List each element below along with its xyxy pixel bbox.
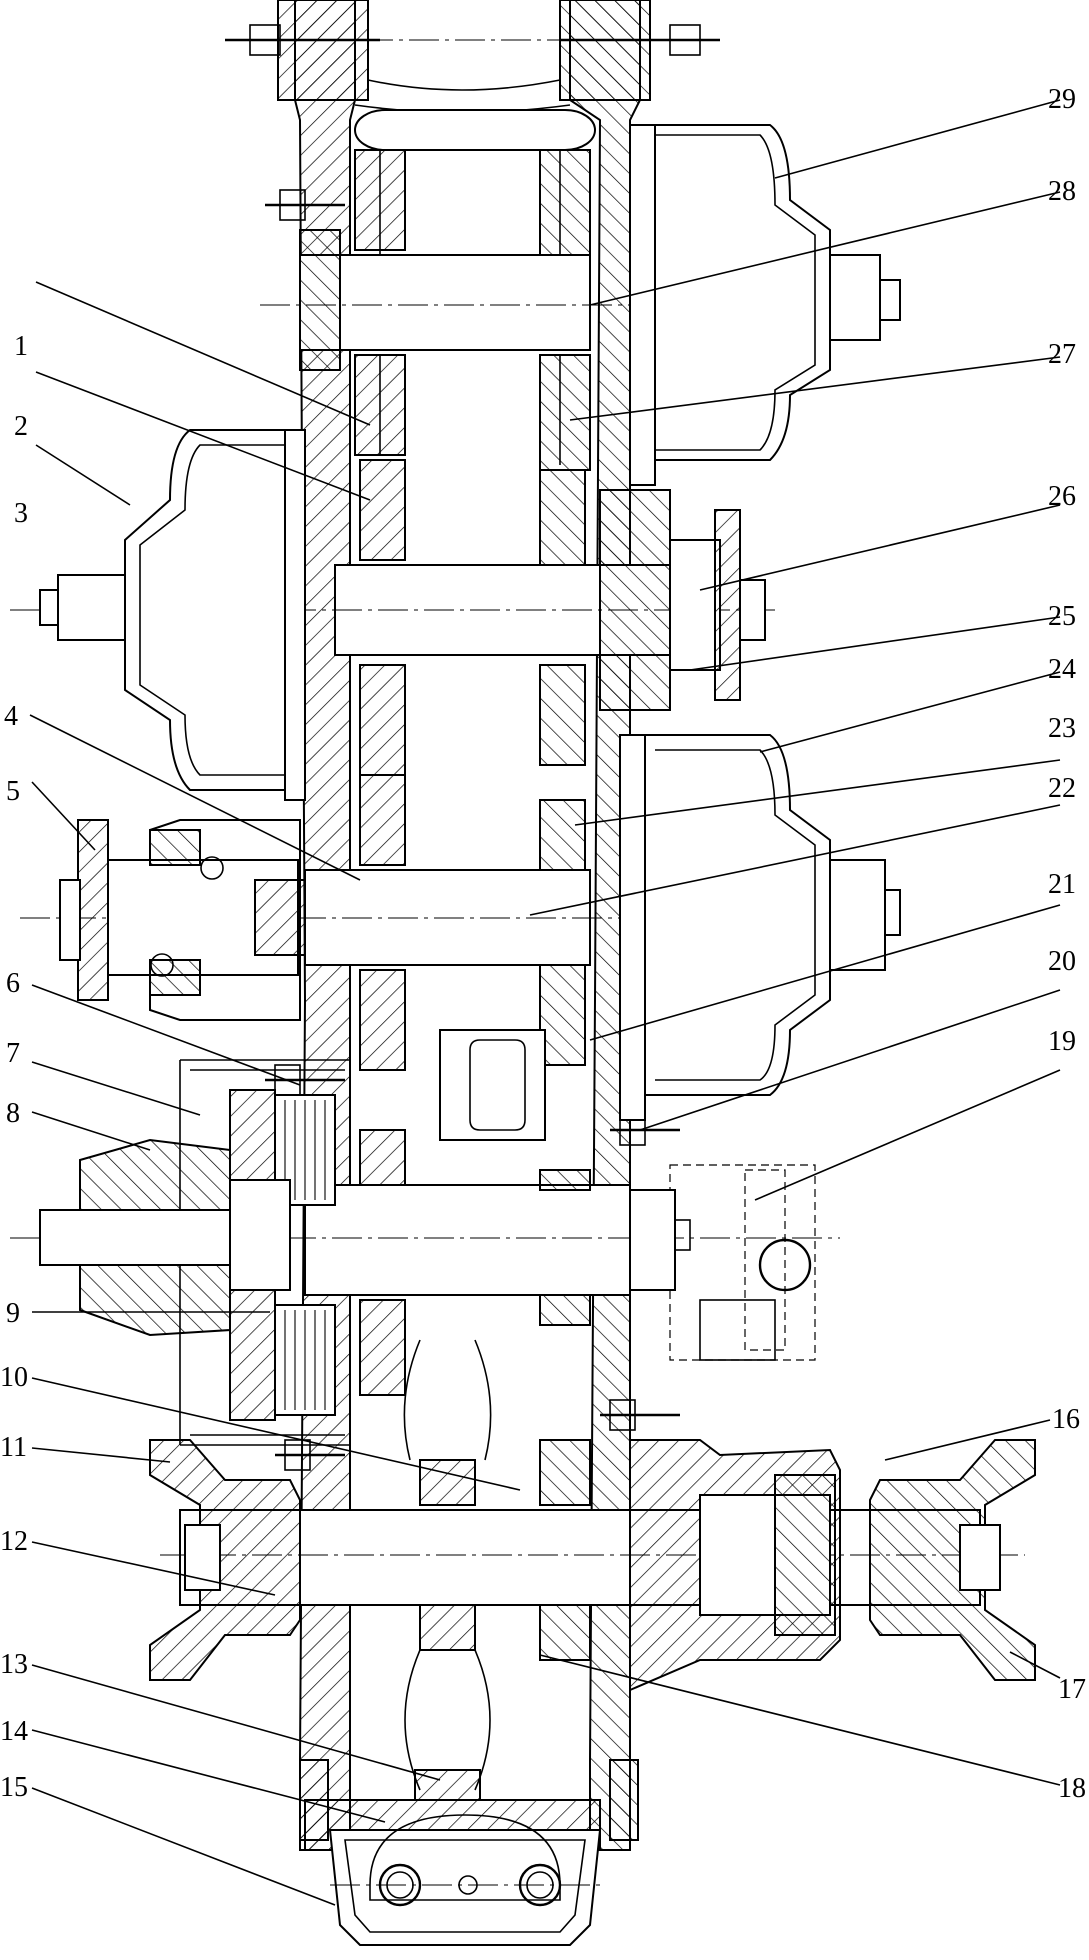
label-12: 12 — [0, 1526, 28, 1557]
label-16: 16 — [1052, 1404, 1080, 1435]
label-17: 17 — [1058, 1674, 1086, 1705]
leader-19 — [754, 1069, 1061, 1201]
label-14: 14 — [0, 1716, 28, 1747]
label-25: 25 — [1048, 601, 1076, 632]
label-11: 11 — [0, 1432, 27, 1463]
part-labels: 1 2 3 4 5 6 7 8 9 10 11 12 13 14 15 16 1… — [0, 84, 1086, 1804]
leader-16 — [884, 1419, 1051, 1461]
middle-shaft-assembly — [10, 429, 775, 801]
leader-lines — [29, 99, 1061, 1906]
leader-28 — [589, 191, 1061, 306]
leader-10 — [31, 1377, 521, 1491]
label-2: 2 — [14, 411, 28, 442]
leader-22 — [529, 804, 1061, 916]
leader-18 — [539, 1654, 1061, 1786]
leader-14 — [31, 1729, 386, 1823]
label-29: 29 — [1048, 84, 1076, 115]
label-5: 5 — [6, 776, 20, 807]
label-19: 19 — [1048, 1026, 1076, 1057]
label-4: 4 — [4, 701, 18, 732]
leader-12 — [31, 1541, 276, 1596]
label-6: 6 — [6, 968, 20, 999]
output-shaft-assembly — [149, 1339, 1036, 1801]
leader-26 — [699, 504, 1061, 591]
leader-2 — [35, 371, 371, 501]
label-1: 1 — [14, 331, 28, 362]
leader-21 — [589, 904, 1061, 1041]
leader-15 — [31, 1787, 336, 1906]
leader-6 — [31, 984, 301, 1086]
label-10: 10 — [0, 1362, 28, 1393]
leader-25 — [689, 616, 1061, 671]
label-28: 28 — [1048, 176, 1076, 207]
upper-shaft-assembly — [260, 124, 901, 486]
clutch-shaft-assembly — [10, 1029, 840, 1446]
leader-3 — [35, 444, 131, 506]
leader-1 — [35, 281, 371, 426]
leader-27 — [569, 356, 1061, 421]
label-23: 23 — [1048, 713, 1076, 744]
leader-23 — [574, 759, 1061, 826]
label-15: 15 — [0, 1772, 28, 1803]
label-18: 18 — [1058, 1773, 1086, 1804]
leader-5 — [31, 781, 96, 851]
label-3: 3 — [14, 498, 28, 529]
label-8: 8 — [6, 1098, 20, 1129]
top-bolts — [225, 24, 720, 56]
label-26: 26 — [1048, 481, 1076, 512]
label-7: 7 — [6, 1038, 20, 1069]
leader-24 — [759, 671, 1061, 753]
leader-17 — [1009, 1651, 1061, 1679]
leader-4 — [29, 714, 361, 881]
leader-29 — [774, 99, 1061, 179]
label-13: 13 — [0, 1649, 28, 1680]
bottom-sump-assembly — [299, 1759, 639, 1946]
leader-7 — [31, 1061, 201, 1116]
leader-20 — [639, 989, 1061, 1131]
leader-11 — [31, 1447, 171, 1463]
label-24: 24 — [1048, 654, 1076, 685]
shaft-22-assembly — [20, 734, 901, 1121]
label-20: 20 — [1048, 946, 1076, 977]
label-21: 21 — [1048, 869, 1076, 900]
side-bolts — [265, 189, 680, 1471]
leader-13 — [31, 1664, 441, 1781]
label-9: 9 — [6, 1298, 20, 1329]
label-27: 27 — [1048, 339, 1076, 370]
label-22: 22 — [1048, 773, 1076, 804]
leader-8 — [31, 1111, 151, 1151]
